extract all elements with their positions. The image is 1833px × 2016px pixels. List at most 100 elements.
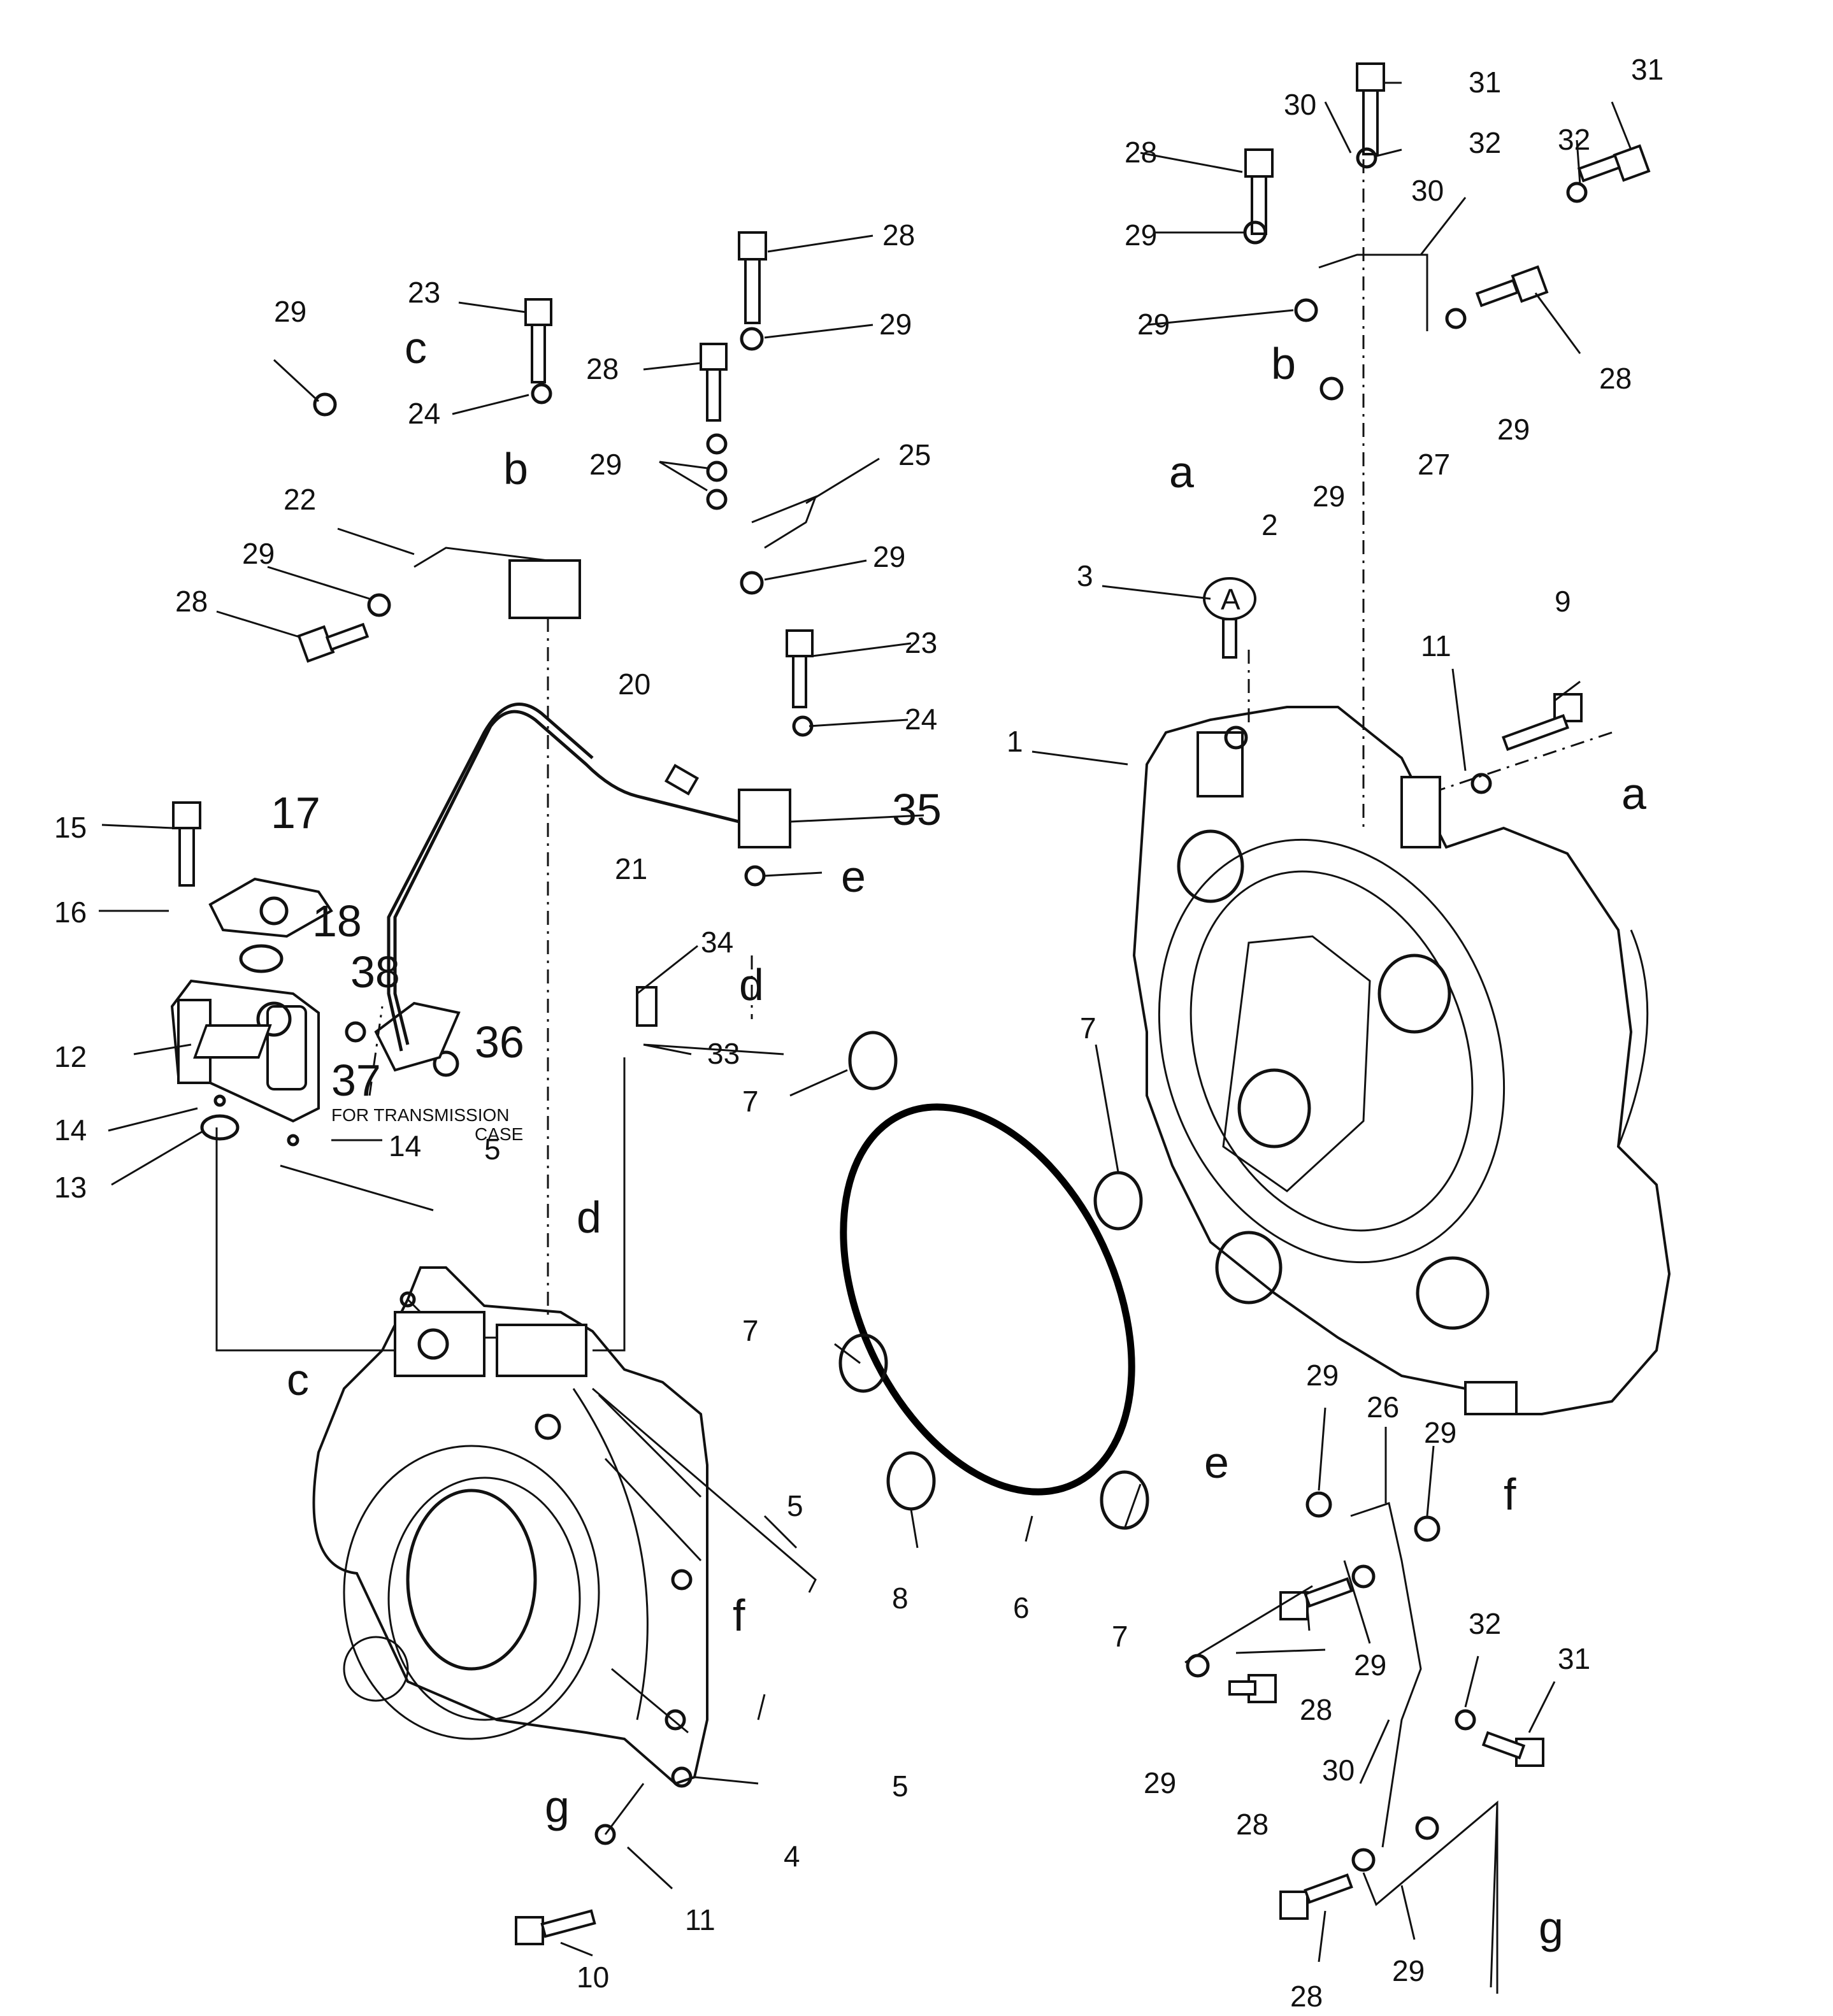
label-37: 37 [331,1055,381,1105]
gasket-33 [193,1024,272,1059]
ref-a-right: a [1621,769,1646,819]
label-29f: 29 [1125,218,1157,252]
label-21: 21 [615,852,647,885]
label-20: 20 [618,668,651,701]
label-22: 22 [284,483,316,516]
label-28e: 28 [1599,362,1632,395]
label-24b: 24 [905,703,937,736]
label-28h: 28 [1290,1980,1323,2013]
label-23b: 23 [905,626,937,659]
label-29k: 29 [1424,1416,1456,1449]
ref-g-right: g [1539,1903,1563,1952]
label-24a: 24 [408,397,440,430]
blocks [193,559,1256,1072]
label-35: 35 [892,785,942,834]
labels: 1 2 3 4 5 5 5 6 7 7 7 7 8 9 10 11 11 12 … [54,53,1664,2013]
o-ring-7c [838,1333,888,1393]
label-29g: 29 [1137,308,1170,341]
o-rings [838,1031,1149,1530]
label-28g: 28 [1236,1808,1269,1841]
label-6: 6 [1013,1591,1030,1624]
label-31c: 31 [1558,1642,1590,1675]
label-29j: 29 [1306,1359,1339,1392]
ref-g-left: g [545,1782,570,1831]
label-29i: 29 [1497,413,1530,446]
label-29l: 29 [1354,1648,1386,1682]
label-11b: 11 [685,1903,715,1936]
label-5b: 5 [787,1489,803,1522]
washers [313,147,1588,1872]
label-32b: 32 [1469,126,1501,159]
label-2: 2 [1262,508,1278,541]
front-housing-4 [312,1266,708,1788]
label-29b: 29 [242,537,275,570]
o-ring-8 [886,1451,936,1511]
label-34: 34 [701,926,733,959]
ref-b-left: b [503,444,528,494]
label-30a: 30 [1284,88,1316,121]
o-ring-7b [1093,1171,1143,1231]
label-29h: 29 [1312,480,1345,513]
label-26: 26 [1367,1390,1399,1424]
label-28b: 28 [586,352,619,385]
label-30b: 30 [1411,174,1444,207]
tubes [387,254,1428,1848]
ref-f-right: f [1504,1469,1516,1519]
bolts [172,62,1651,1945]
flange-17 [208,877,333,938]
o-ring-18 [239,944,284,973]
pump-assembly-12 [170,877,333,1147]
label-32a: 32 [1558,123,1590,156]
block-22 [508,559,581,619]
leader-lines [99,82,1632,1994]
o-ring-6 [840,1103,1135,1496]
label-7a: 7 [742,1085,759,1118]
label-27: 27 [1418,448,1450,481]
label-29d: 29 [879,308,912,341]
label-16: 16 [54,896,87,929]
label-5a: 5 [484,1133,501,1166]
label-3: 3 [1077,559,1093,592]
label-32c: 32 [1469,1607,1501,1640]
label-10: 10 [577,1961,609,1994]
label-38: 38 [350,947,400,997]
ref-b-right: b [1271,339,1296,389]
ref-e-bottom: e [1204,1438,1229,1487]
label-15: 15 [54,811,87,844]
label-29n: 29 [1392,1954,1425,1987]
label-14b: 14 [389,1129,421,1162]
label-18: 18 [312,896,362,946]
label-28c: 28 [882,218,915,252]
label-23a: 23 [408,276,440,309]
label-11a: 11 [1421,629,1451,662]
label-30c: 30 [1322,1754,1355,1787]
ref-c-bottom: c [287,1355,309,1405]
note-transmission-line2: CASE [475,1124,523,1144]
label-5c: 5 [892,1769,909,1803]
label-4: 4 [784,1840,800,1873]
label-13: 13 [54,1171,87,1204]
label-7b: 7 [1080,1012,1096,1045]
label-7c: 7 [742,1314,759,1347]
label-28a: 28 [175,585,208,618]
label-29m: 29 [1144,1766,1176,1799]
rear-housing-1 [1132,706,1671,1415]
ref-a-left: a [1169,447,1194,497]
label-31b: 31 [1631,53,1664,86]
ref-c-top: c [405,323,427,373]
block-35 [738,789,791,848]
label-9: 9 [1555,585,1571,618]
label-12: 12 [54,1040,87,1073]
ref-d-bottom: d [577,1192,601,1242]
cover-36 [374,1001,461,1072]
label-1: 1 [1007,725,1023,758]
label-28d: 28 [1125,136,1157,169]
o-ring-7d [1100,1470,1149,1530]
label-29e: 29 [873,540,905,573]
ref-f-left: f [733,1591,745,1640]
label-33: 33 [707,1037,740,1070]
label-36: 36 [475,1017,524,1067]
o-ring-13 [200,1114,240,1141]
label-8: 8 [892,1582,909,1615]
